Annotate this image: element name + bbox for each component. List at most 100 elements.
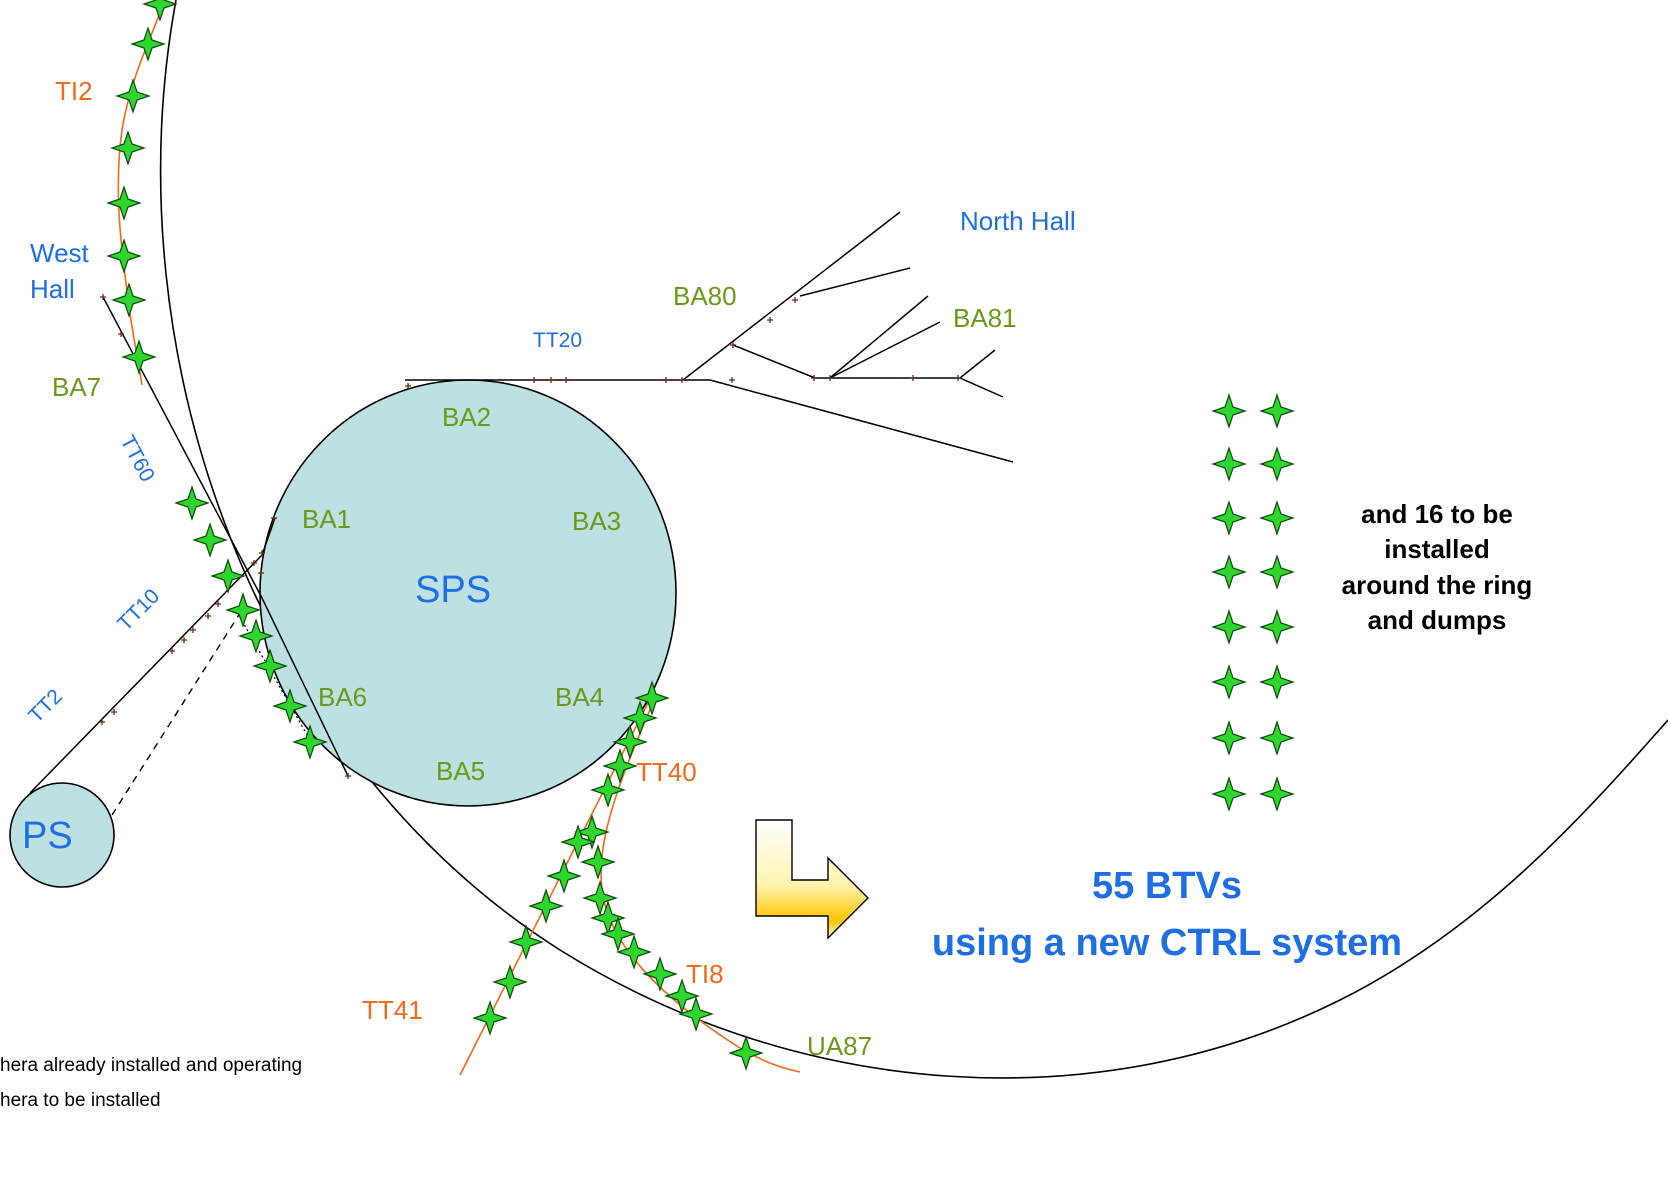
legend-to-install: hera to be installed <box>0 1090 161 1111</box>
tt20-branch-mid <box>732 344 996 379</box>
btv-star-icon <box>192 522 228 558</box>
sps-label: SPS <box>415 569 491 611</box>
tt40-label: TT40 <box>636 757 697 787</box>
btv-star-icon <box>1211 776 1247 812</box>
btv-star-icon <box>1259 500 1295 536</box>
tt60-line <box>102 296 349 777</box>
tt20-branch-ba81a <box>829 295 929 379</box>
tt20-branch-mid2 <box>959 377 1004 398</box>
btv-star-icon <box>1211 500 1247 536</box>
btv-star-icon <box>1259 554 1295 590</box>
tt20-branch-upper2 <box>799 267 911 297</box>
tt60-label: TT60 <box>116 432 159 486</box>
summary-line2: using a new CTRL system <box>932 922 1402 964</box>
btv-star-icon <box>664 978 700 1014</box>
btv-star-icon <box>622 700 658 736</box>
ba2-label: BA2 <box>442 402 491 432</box>
btv-star-icon <box>292 724 328 760</box>
monitor-tick-marks <box>99 294 961 779</box>
btv-star-icon <box>142 0 178 22</box>
btv-star-icon <box>1259 664 1295 700</box>
btv-star-icon <box>1211 720 1247 756</box>
ba1-label: BA1 <box>302 504 351 534</box>
btv-star-icon <box>574 814 610 850</box>
west-hall-label-line1: West <box>30 238 90 268</box>
btv-star-icon <box>106 185 142 221</box>
to-install-line2: installed <box>1384 534 1489 564</box>
btv-star-icon <box>1211 446 1247 482</box>
btv-star-icon <box>728 1035 764 1071</box>
tt10-label: TT10 <box>113 585 164 636</box>
btv-star-icon <box>1259 393 1295 429</box>
btv-star-icon <box>1259 776 1295 812</box>
legend-installed: hera already installed and operating <box>0 1055 302 1076</box>
ba80-label: BA80 <box>673 281 737 311</box>
ua87-label: UA87 <box>807 1031 872 1061</box>
btv-star-icon <box>252 648 288 684</box>
btv-star-icon <box>210 558 246 594</box>
ps-label: PS <box>22 815 73 857</box>
ba81-label: BA81 <box>953 303 1017 333</box>
callout-arrow <box>755 819 869 940</box>
btv-star-icon <box>1211 393 1247 429</box>
ti8-label: TI8 <box>686 959 724 989</box>
btv-star-icon <box>472 1000 508 1036</box>
btv-star-icon <box>1211 664 1247 700</box>
tt2-label: TT2 <box>24 685 67 728</box>
ba5-label: BA5 <box>436 756 485 786</box>
tt2-tt10-line <box>29 517 276 794</box>
btv-star-icon <box>560 824 596 860</box>
btv-star-icon <box>238 618 274 654</box>
btv-star-icon <box>106 238 142 274</box>
btv-star-icon <box>1259 609 1295 645</box>
btv-star-icon <box>1211 609 1247 645</box>
to-install-line4: and dumps <box>1368 605 1507 635</box>
btv-star-icon <box>174 485 210 521</box>
btv-star-icon <box>508 924 544 960</box>
tt20-branch-lower <box>709 379 1014 463</box>
btv-star-icon <box>546 858 582 894</box>
btv-star-icon <box>272 688 308 724</box>
btv-star-icon <box>225 592 261 628</box>
to-install-line1: and 16 to be <box>1361 499 1513 529</box>
btv-star-icon <box>600 916 636 952</box>
btv-star-icon <box>580 844 616 880</box>
btv-star-icon <box>590 772 626 808</box>
btv-star-icon <box>678 996 714 1032</box>
btv-star-icon <box>130 26 166 62</box>
ba3-label: BA3 <box>572 506 621 536</box>
btv-star-icon <box>1259 446 1295 482</box>
ba7-label: BA7 <box>52 372 101 402</box>
ba4-label: BA4 <box>555 682 604 712</box>
north-hall-label: North Hall <box>960 206 1076 236</box>
summary-line1: 55 BTVs <box>1092 865 1242 907</box>
west-hall-label-line2: Hall <box>30 274 75 304</box>
ti2-line <box>117 0 166 386</box>
tt41-label: TT41 <box>362 995 423 1025</box>
btv-star-icon <box>115 78 151 114</box>
ps-ring <box>9 782 115 888</box>
btv-stars <box>106 0 1295 1071</box>
btv-star-icon <box>642 956 678 992</box>
btv-star-icon <box>582 880 618 916</box>
btv-star-icon <box>602 748 638 784</box>
ti2-label: TI2 <box>55 76 93 106</box>
tt20-branch-upper <box>682 211 901 381</box>
tt2-dashed-line <box>111 609 243 816</box>
tt20-label: TT20 <box>533 329 582 352</box>
btv-star-icon <box>492 964 528 1000</box>
btv-star-icon <box>1259 720 1295 756</box>
to-install-line3: around the ring <box>1342 570 1533 600</box>
btv-star-icon <box>528 888 564 924</box>
btv-star-icon <box>121 339 157 375</box>
btv-star-icon <box>616 934 652 970</box>
btv-star-icon <box>634 680 670 716</box>
btv-star-icon <box>612 724 648 760</box>
btv-star-icon <box>1211 554 1247 590</box>
ba6-label: BA6 <box>318 682 367 712</box>
btv-star-icon <box>110 130 146 166</box>
tt20-branch-ba81b <box>829 321 941 379</box>
outer-ring-arc <box>159 0 1668 1079</box>
